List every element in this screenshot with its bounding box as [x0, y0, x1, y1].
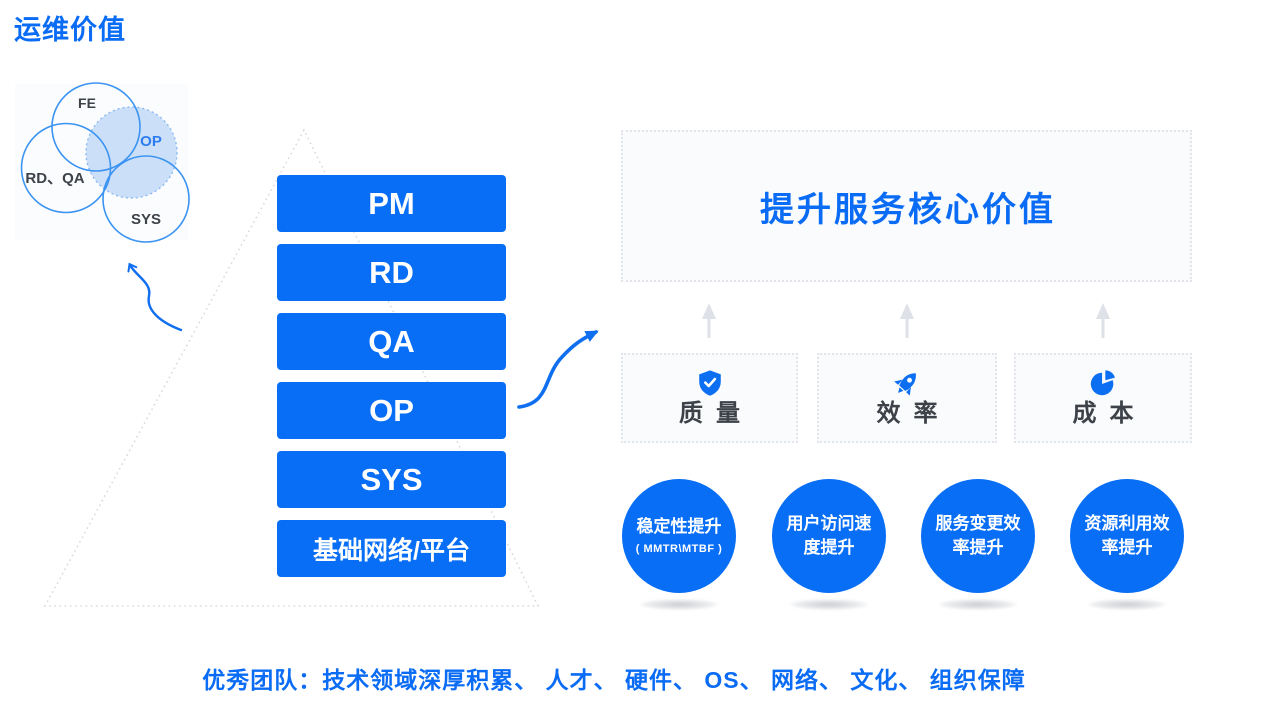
pillar-label: 质量	[679, 400, 753, 428]
core-value-headline: 提升服务核心价值	[760, 190, 1056, 229]
pillar-label: 成本	[1072, 400, 1147, 428]
venn-circle-fe	[51, 82, 141, 172]
outcome-resource-utilization: 资源利用效 率提升	[1070, 479, 1184, 593]
op-to-value-arrow	[517, 330, 599, 409]
outcome-line2: ( MMTR\MTBF )	[635, 542, 723, 555]
pillar-label: 效率	[876, 400, 951, 428]
outcome-line1: 稳定性提升	[636, 516, 722, 536]
outcome-line2: 率提升	[1101, 538, 1153, 557]
venn-label-op: OP	[140, 133, 162, 150]
venn-label-sys: SYS	[131, 211, 161, 228]
bar-label: 基础网络/平台	[313, 536, 470, 565]
outcome-access-speed: 用户访问速 度提升	[772, 479, 886, 593]
pie-chart-icon	[1090, 370, 1115, 396]
outcome-stability: 稳定性提升 ( MMTR\MTBF )	[622, 479, 736, 593]
outcome-line1: 资源利用效	[1084, 514, 1170, 534]
pyramid-bar-sys: SYS	[277, 451, 506, 508]
pillar-efficiency: 效率	[817, 353, 997, 443]
outcome-line2: 率提升	[952, 538, 1004, 557]
up-arrow-icon	[1096, 303, 1110, 338]
pyramid-bar-op: OP	[277, 382, 506, 439]
venn-curved-arrow	[127, 262, 183, 332]
bar-label: QA	[368, 323, 415, 359]
venn-diagram: FE OP RD、QA SYS	[20, 82, 190, 243]
outcome-change-efficiency: 服务变更效 率提升	[921, 479, 1035, 593]
up-arrow-icon	[702, 303, 716, 338]
pyramid-bar-infra: 基础网络/平台	[277, 520, 506, 577]
up-arrow-icon	[900, 303, 914, 338]
outcome-line1: 服务变更效	[935, 514, 1021, 534]
pyramid-bar-rd: RD	[277, 244, 506, 301]
page-title: 运维价值	[14, 15, 126, 45]
venn-label-rdqa: RD、QA	[25, 170, 84, 187]
circle-shadow	[939, 599, 1017, 610]
core-value-box: 提升服务核心价值	[621, 130, 1192, 282]
circle-shadow	[640, 599, 718, 610]
bar-label: RD	[369, 254, 414, 290]
bar-label: PM	[368, 185, 415, 221]
outcome-line2: 度提升	[803, 538, 855, 557]
bar-label: SYS	[360, 461, 423, 497]
pillar-quality: 质量	[621, 353, 798, 443]
circle-shadow	[1088, 599, 1166, 610]
venn-circle-rdqa	[20, 122, 112, 214]
pyramid-bar-qa: QA	[277, 313, 506, 370]
shield-check-icon	[698, 370, 721, 397]
pyramid-bar-pm: PM	[277, 175, 506, 232]
footer-note: 优秀团队：技术领域深厚积累、 人才、 硬件、 OS、 网络、 文化、 组织保障	[202, 667, 1026, 693]
rocket-icon	[894, 373, 916, 396]
circle-shadow	[790, 599, 868, 610]
pillar-up-arrows	[702, 303, 1110, 338]
pillar-cost: 成本	[1014, 353, 1192, 443]
venn-label-fe: FE	[78, 95, 96, 111]
venn-circle-sys	[102, 155, 190, 243]
bar-label: OP	[369, 392, 414, 428]
outcome-line1: 用户访问速	[786, 514, 872, 534]
